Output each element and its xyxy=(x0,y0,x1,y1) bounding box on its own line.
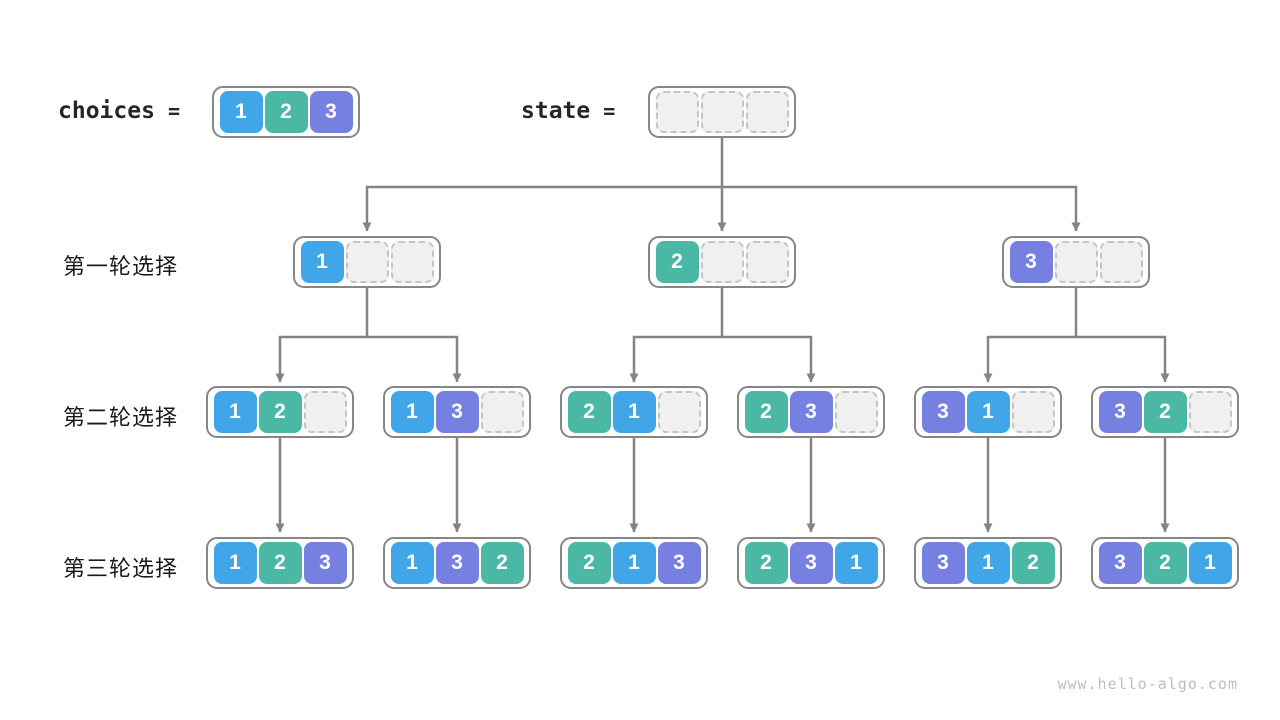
value-cell: 2 xyxy=(480,542,524,584)
empty-cell xyxy=(303,391,347,433)
choices-word: choices xyxy=(58,98,155,124)
value-cell: 3 xyxy=(789,542,833,584)
empty-cell xyxy=(700,91,744,133)
value-cell: 1 xyxy=(966,391,1010,433)
value-cell: 3 xyxy=(1098,391,1142,433)
site-watermark: www.hello-algo.com xyxy=(1057,675,1238,693)
branch-line-node3 xyxy=(987,288,1166,339)
empty-cell xyxy=(390,241,434,283)
value-cell: 3 xyxy=(657,542,701,584)
state-box-3: 3 xyxy=(1002,236,1150,288)
value-cell: 3 xyxy=(1098,542,1142,584)
value-cell: 2 xyxy=(744,391,788,433)
empty-cell xyxy=(745,241,789,283)
value-cell: 1 xyxy=(213,542,257,584)
value-cell: 2 xyxy=(744,542,788,584)
state-box-1: 1 xyxy=(293,236,441,288)
value-cell: 1 xyxy=(612,391,656,433)
branch-line-node1 xyxy=(279,288,458,339)
state-equals-sign: = xyxy=(603,99,616,123)
value-cell: 2 xyxy=(1143,391,1187,433)
value-cell: 1 xyxy=(390,542,434,584)
empty-cell xyxy=(700,241,744,283)
value-cell: 2 xyxy=(258,542,302,584)
choices-equals-sign: = xyxy=(167,99,180,123)
value-cell: 3 xyxy=(921,391,965,433)
value-cell: 3 xyxy=(921,542,965,584)
round-2-label: 第二轮选择 xyxy=(63,405,179,430)
value-cell: 3 xyxy=(309,91,353,133)
empty-cell xyxy=(1054,241,1098,283)
value-cell: 2 xyxy=(1011,542,1055,584)
value-cell: 1 xyxy=(390,391,434,433)
value-cell: 2 xyxy=(567,391,611,433)
value-cell: 3 xyxy=(435,542,479,584)
state-array xyxy=(648,86,796,138)
empty-cell xyxy=(745,91,789,133)
state-box-2: 2 xyxy=(648,236,796,288)
value-cell: 2 xyxy=(258,391,302,433)
value-cell: 3 xyxy=(435,391,479,433)
value-cell: 2 xyxy=(655,241,699,283)
value-cell: 1 xyxy=(219,91,263,133)
value-cell: 1 xyxy=(300,241,344,283)
value-cell: 1 xyxy=(834,542,878,584)
empty-cell xyxy=(1099,241,1143,283)
value-cell: 1 xyxy=(966,542,1010,584)
empty-cell xyxy=(657,391,701,433)
value-cell: 2 xyxy=(1143,542,1187,584)
value-cell: 2 xyxy=(567,542,611,584)
round-3-label: 第三轮选择 xyxy=(63,556,179,581)
root-branch-line xyxy=(366,136,1077,189)
state-word: state xyxy=(521,98,591,124)
empty-cell xyxy=(345,241,389,283)
value-cell: 2 xyxy=(264,91,308,133)
empty-cell xyxy=(480,391,524,433)
empty-cell xyxy=(655,91,699,133)
branch-line-node2 xyxy=(633,288,812,339)
value-cell: 3 xyxy=(1009,241,1053,283)
empty-cell xyxy=(1188,391,1232,433)
empty-cell xyxy=(834,391,878,433)
round-1-label: 第一轮选择 xyxy=(63,254,179,279)
value-cell: 3 xyxy=(789,391,833,433)
value-cell: 3 xyxy=(303,542,347,584)
empty-cell xyxy=(1011,391,1055,433)
choices-label: choices = xyxy=(58,96,180,126)
value-cell: 1 xyxy=(612,542,656,584)
value-cell: 1 xyxy=(1188,542,1232,584)
value-cell: 1 xyxy=(213,391,257,433)
state-label: state = xyxy=(521,96,615,126)
